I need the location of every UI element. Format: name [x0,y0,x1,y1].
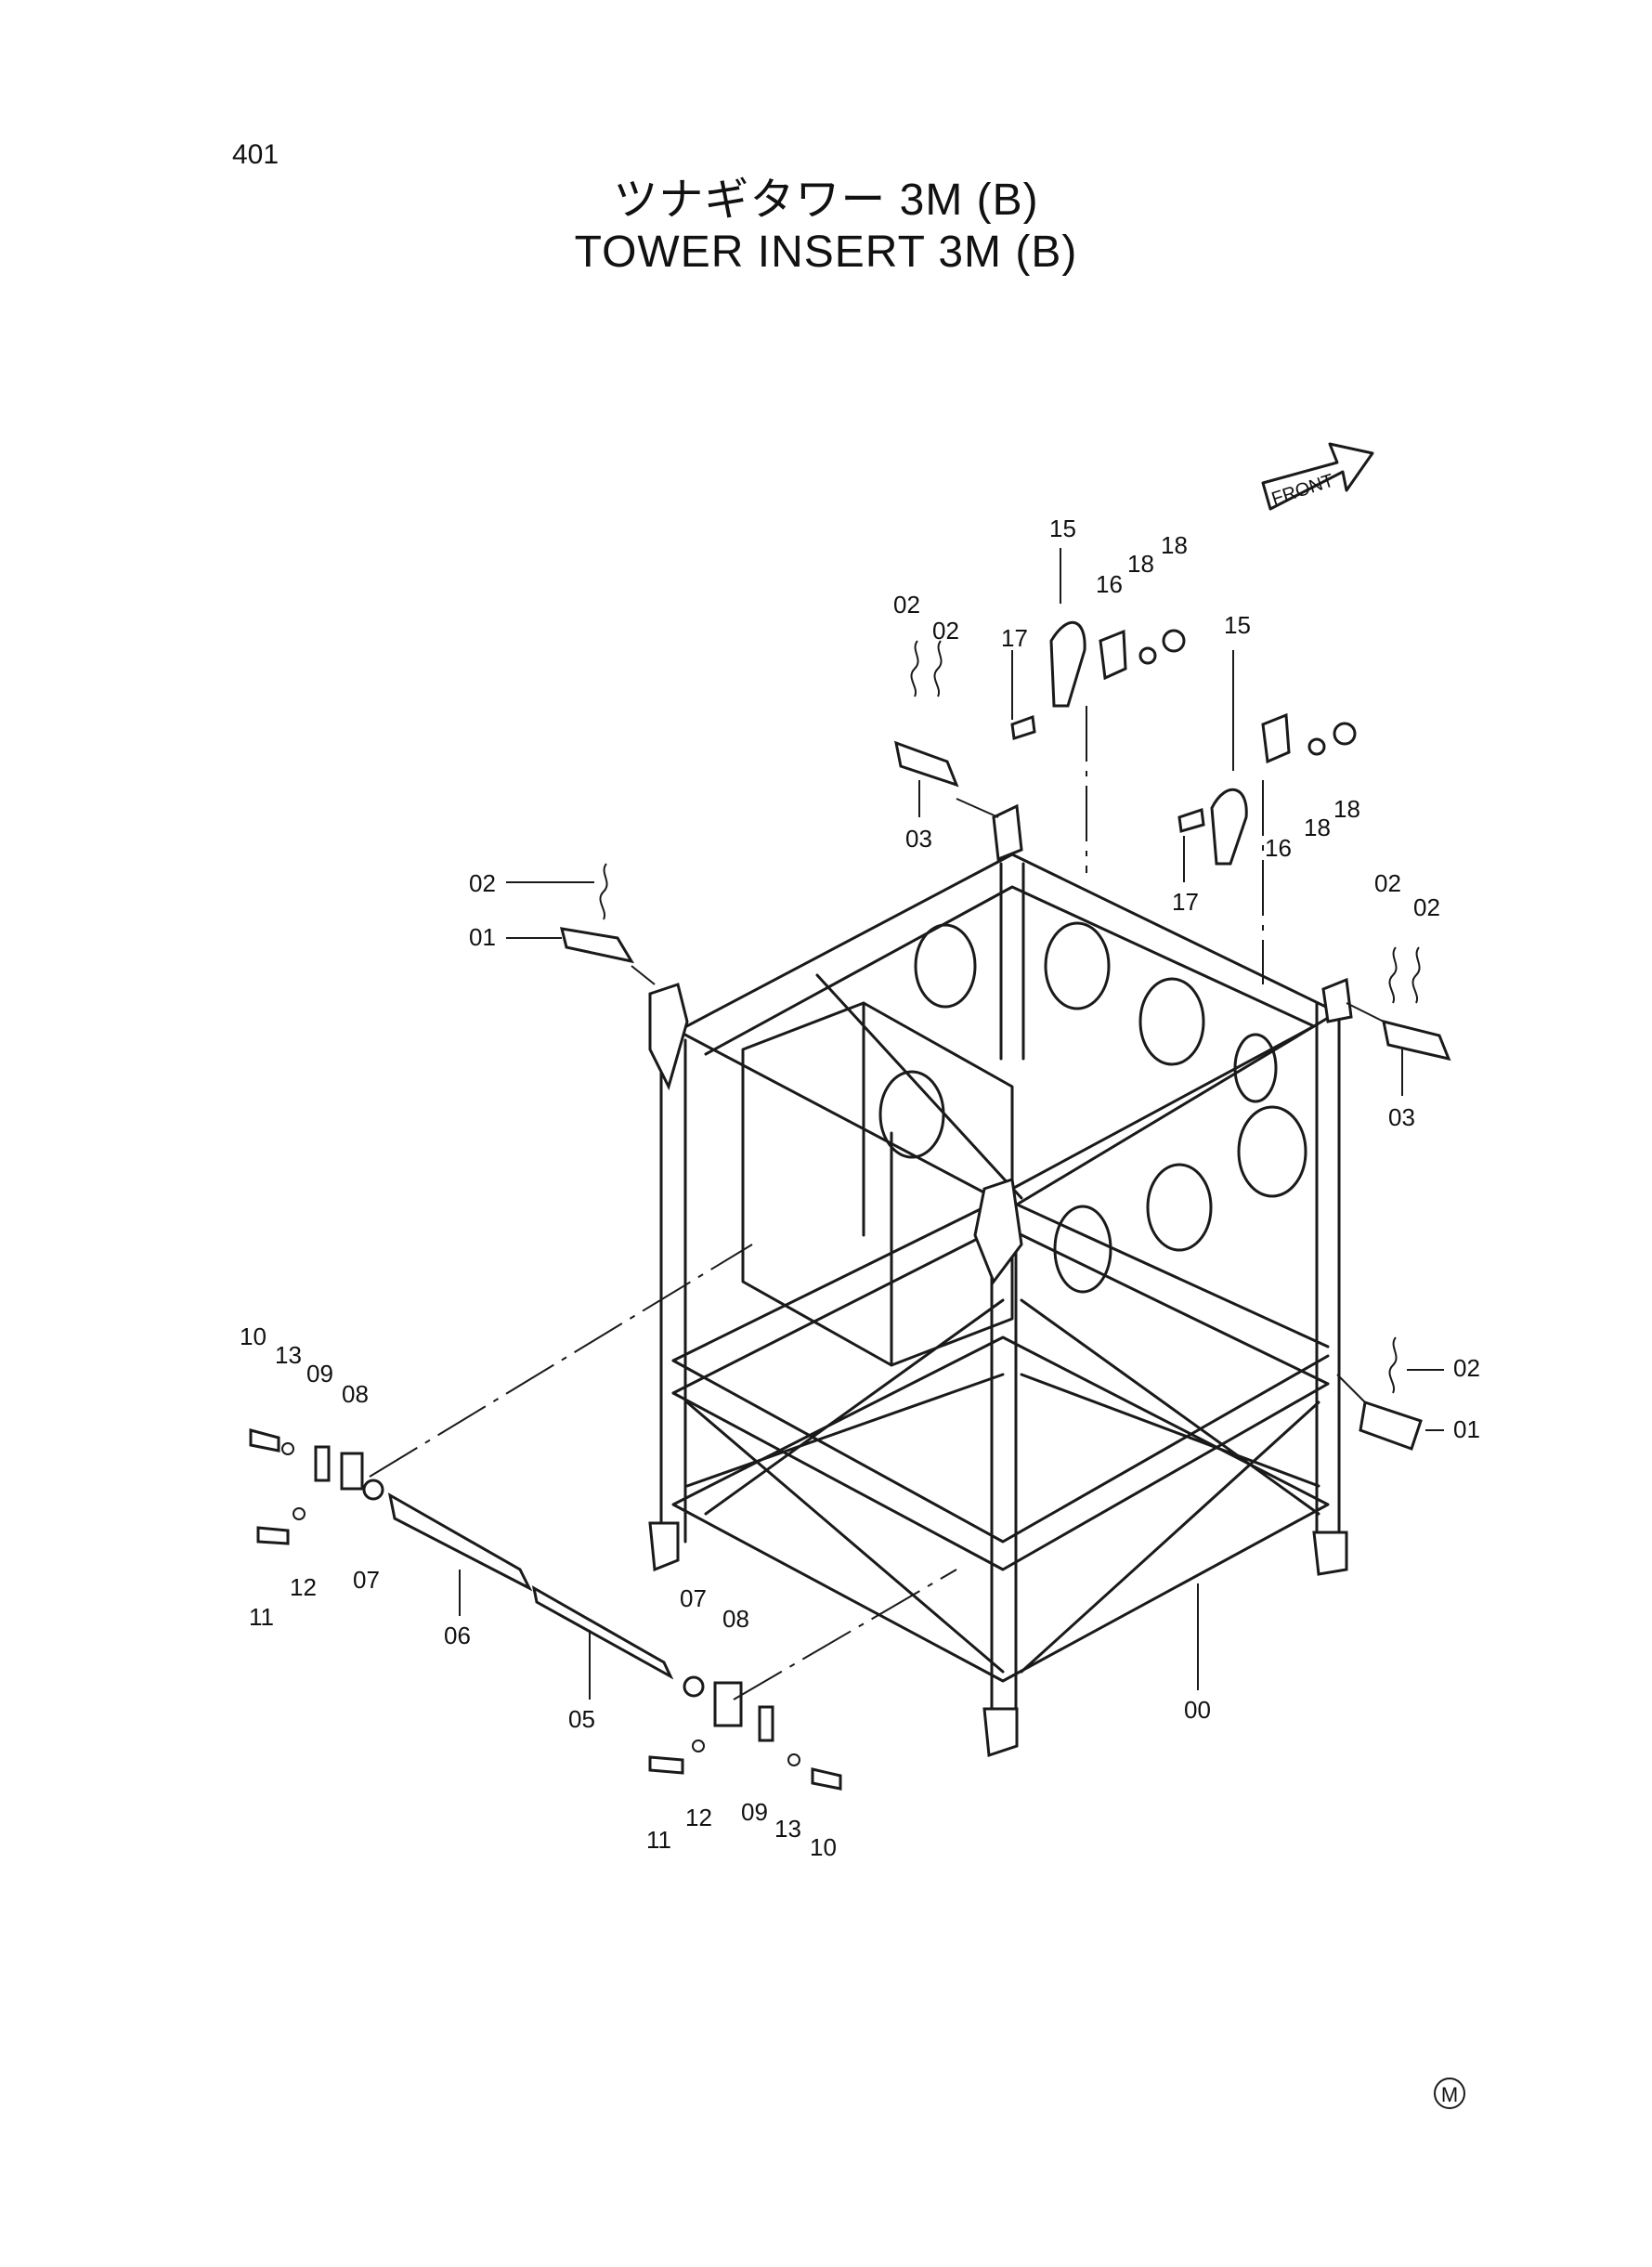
pin-02-c-icon [599,863,608,920]
front-arrow-icon: FRONT [1261,442,1374,511]
washer-12-left-icon [293,1507,306,1520]
callout-03-upper: 03 [905,825,932,853]
washer-13-right-icon [787,1753,800,1766]
pin-03-upper-icon [894,740,959,788]
callout-labels: 00 01 01 02 02 02 02 02 02 02 03 03 05 0… [240,515,1480,1861]
tower-frame [648,803,1353,1758]
callout-02-d: 02 [1374,869,1401,897]
washer-13-left-icon [281,1442,294,1455]
pin-02-b-icon [933,640,943,697]
pipe-05-icon [531,1585,674,1680]
pin-02-e-icon [1411,946,1421,1004]
bracket-08-left-icon [340,1452,364,1491]
callout-11-right: 11 [646,1826,671,1854]
bolt-11-left-icon [256,1526,290,1545]
callout-18-b: 18 [1161,531,1188,559]
collar-07-right-icon [683,1675,705,1698]
nut-18-upper-icon [1162,629,1186,653]
front-label: FRONT [1269,471,1336,510]
callout-18-a: 18 [1127,550,1154,578]
washer-12-right-icon [692,1739,705,1752]
callout-02-b: 02 [932,617,959,645]
pin-02-f-icon [1388,1336,1398,1394]
callout-18-c: 18 [1304,814,1331,841]
svg-text:M: M [1441,2083,1458,2106]
pin-02-d-icon [1388,946,1398,1004]
nut-18-lower-icon [1333,722,1357,746]
callout-07-left: 07 [353,1566,380,1594]
callout-16-upper: 16 [1096,570,1123,598]
callout-09-left: 09 [306,1360,333,1388]
callout-12-left: 12 [290,1573,317,1601]
callout-13-right: 13 [774,1815,801,1843]
bolt-17-upper-icon [1010,714,1036,740]
callout-08-left: 08 [342,1380,369,1408]
callout-07-right: 07 [680,1584,707,1612]
callout-15-lower: 15 [1224,611,1251,639]
bolt-11-right-icon [648,1755,684,1775]
callout-15-upper: 15 [1049,515,1076,542]
pipe-06-icon [387,1492,533,1592]
callout-02-c: 02 [469,869,496,897]
callout-03-lower: 03 [1388,1103,1415,1131]
callout-18-d: 18 [1333,795,1360,823]
loose-parts [249,620,1451,1791]
bolt-17-lower-icon [1177,807,1205,833]
circled-m-mark: M [1434,2078,1465,2109]
title-english: TOWER INSERT 3M (B) [574,228,1078,277]
callout-02-a: 02 [893,591,920,619]
callout-17-upper: 17 [1001,624,1028,652]
title-japanese: ツナギタワー 3M (B) [613,176,1039,225]
callout-09-right: 09 [741,1798,768,1826]
callout-13-left: 13 [275,1341,302,1369]
page-number: 401 [232,139,280,170]
callout-05: 05 [568,1705,595,1733]
pin-01-upper-icon [559,927,635,964]
callout-01-lower: 01 [1453,1415,1480,1443]
callout-00: 00 [1184,1696,1211,1724]
callout-06: 06 [444,1622,471,1649]
washer-18-lower-icon [1307,737,1326,756]
pin-01-lower-icon [1359,1401,1423,1451]
washer-18-upper-icon [1138,646,1157,665]
callout-01-upper: 01 [469,923,496,951]
plate-09-right-icon [758,1705,774,1742]
bolt-10-right-icon [811,1767,842,1791]
callout-17-lower: 17 [1172,888,1199,916]
bracket-08-right-icon [713,1681,743,1727]
callout-02-e: 02 [1413,893,1440,921]
callout-10-left: 10 [240,1322,267,1350]
bracket-16-upper-icon [1099,629,1127,681]
plate-09-left-icon [314,1445,331,1482]
callout-11-left: 11 [249,1603,274,1631]
bracket-16-lower-icon [1261,712,1291,764]
callout-16-lower: 16 [1265,834,1292,862]
clamp-15-lower-icon [1210,788,1248,866]
pin-03-lower-icon [1382,1019,1451,1062]
leader-lines [369,548,1444,1700]
pin-02-a-icon [910,640,919,697]
bolt-10-left-icon [249,1428,280,1453]
callout-08-right: 08 [722,1605,749,1633]
callout-02-f: 02 [1453,1354,1480,1382]
callout-10-right: 10 [810,1833,837,1861]
callout-12-right: 12 [685,1804,712,1831]
collar-07-left-icon [362,1479,384,1501]
clamp-15-upper-icon [1049,620,1086,708]
